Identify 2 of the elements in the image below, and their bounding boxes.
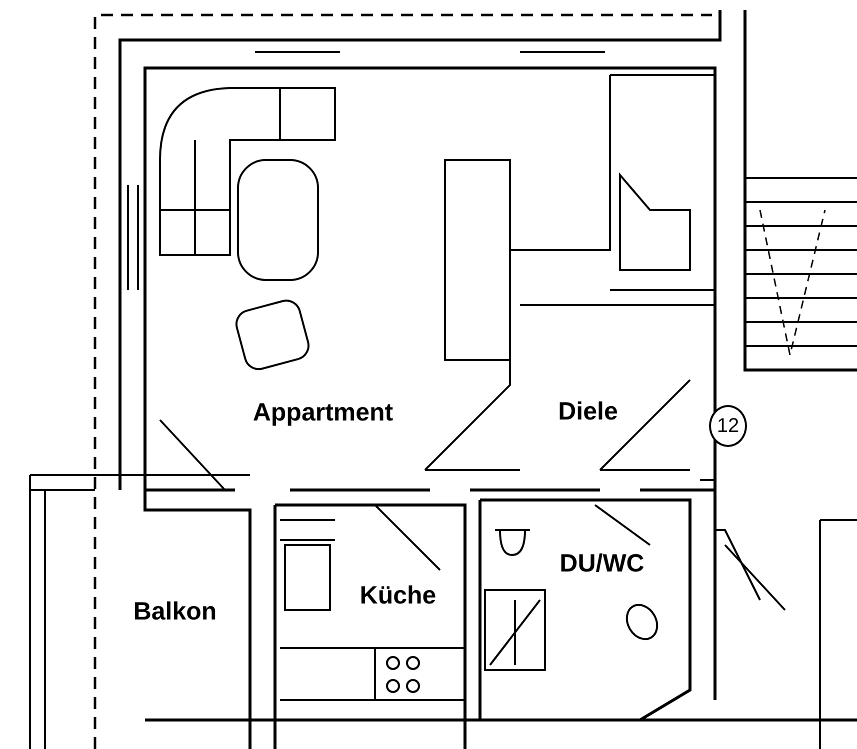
unit-number: 12 [716, 414, 740, 438]
number-circle [709, 405, 747, 447]
